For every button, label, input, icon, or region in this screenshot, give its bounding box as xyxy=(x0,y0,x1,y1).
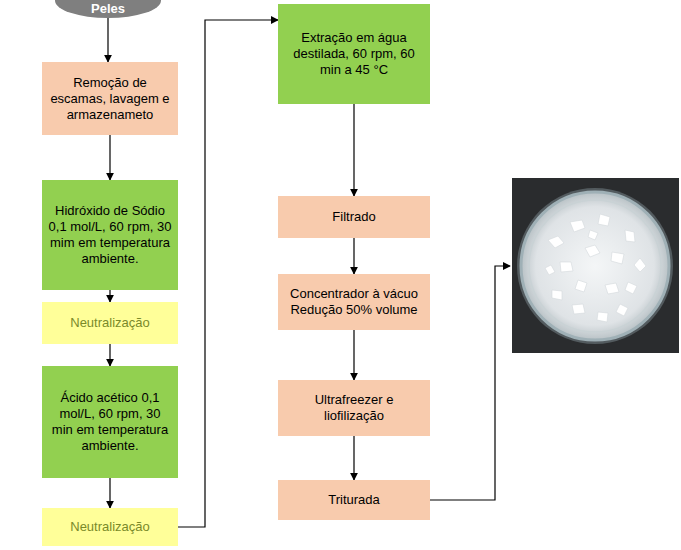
box-label: Remoção de escamas, lavagem e armazename… xyxy=(48,75,172,123)
flow-arrow xyxy=(178,20,278,527)
flow-arrow xyxy=(353,436,354,480)
flow-arrow xyxy=(353,104,354,196)
flow-arrow xyxy=(109,135,110,180)
box-label: Extração em água destilada, 60 rpm, 60 m… xyxy=(284,30,424,78)
process-box: Neutralização xyxy=(42,508,178,546)
box-label: Filtrado xyxy=(332,209,375,225)
product-photo xyxy=(512,178,679,353)
process-box: Filtrado xyxy=(278,196,430,238)
process-box: Ácido acético 0,1 mol/L, 60 rpm, 30 min … xyxy=(42,366,178,478)
box-label: Ultrafreezer e liofilização xyxy=(284,392,424,424)
box-label: Hidróxido de Sódio 0,1 mol/L, 60 rpm, 30… xyxy=(48,203,172,267)
text-holder: Filtrado xyxy=(332,209,375,225)
box-label: Triturada xyxy=(328,492,380,508)
process-box: Concentrador à vácuo Redução 50% volume xyxy=(278,274,430,330)
start-shape: Peles xyxy=(55,0,161,18)
flow-arrow xyxy=(109,290,110,302)
text-holder: Neutralização xyxy=(70,519,150,535)
text-holder: Hidróxido de Sódio 0,1 mol/L, 60 rpm, 30… xyxy=(48,203,172,267)
process-box: Ultrafreezer e liofilização xyxy=(278,380,430,436)
flow-arrow xyxy=(109,344,110,366)
box-label: Neutralização xyxy=(70,519,150,535)
text-holder: Remoção de escamas, lavagem e armazename… xyxy=(48,75,172,123)
flow-arrow xyxy=(353,330,354,380)
photo-leader xyxy=(430,266,510,500)
box-label: Concentrador à vácuo Redução 50% volume xyxy=(284,286,424,318)
flow-arrow xyxy=(107,18,108,62)
text-holder: Concentrador à vácuo Redução 50% volume xyxy=(284,286,424,318)
flow-arrow xyxy=(353,238,354,274)
box-label: Neutralização xyxy=(70,315,150,331)
process-box: Remoção de escamas, lavagem e armazename… xyxy=(42,62,178,135)
process-box: Triturada xyxy=(278,480,430,520)
text-holder: Peles xyxy=(91,1,125,16)
flow-arrow xyxy=(109,478,110,508)
process-box: Extração em água destilada, 60 rpm, 60 m… xyxy=(278,4,430,104)
process-box: Hidróxido de Sódio 0,1 mol/L, 60 rpm, 30… xyxy=(42,180,178,290)
text-holder: Ultrafreezer e liofilização xyxy=(284,392,424,424)
text-holder: Ácido acético 0,1 mol/L, 60 rpm, 30 min … xyxy=(48,390,172,454)
box-label: Peles xyxy=(91,1,125,16)
text-holder: Neutralização xyxy=(70,315,150,331)
process-box: Neutralização xyxy=(42,302,178,344)
box-label: Ácido acético 0,1 mol/L, 60 rpm, 30 min … xyxy=(48,390,172,454)
text-holder: Triturada xyxy=(328,492,380,508)
text-holder: Extração em água destilada, 60 rpm, 60 m… xyxy=(284,30,424,78)
